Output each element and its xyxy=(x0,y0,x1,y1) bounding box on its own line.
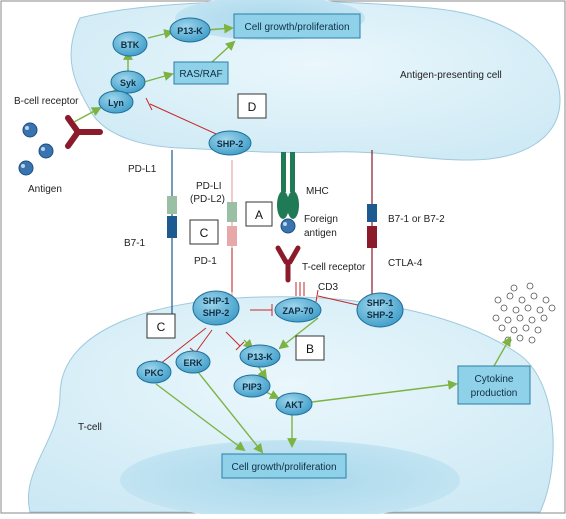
label-b-cell-receptor: B-cell receptor xyxy=(14,96,79,107)
label-foreign-antigen-2: antigen xyxy=(304,228,337,239)
label-antigen: Antigen xyxy=(28,184,62,195)
svg-text:P13-K: P13-K xyxy=(247,352,273,362)
svg-text:Cell growth/proliferation: Cell growth/proliferation xyxy=(231,462,336,473)
svg-text:C: C xyxy=(157,320,166,334)
letter-box-b: B xyxy=(295,335,325,361)
label-pd-li: PD-LI xyxy=(196,181,222,192)
label-foreign-antigen-1: Foreign xyxy=(304,214,338,225)
letter-box-d: D xyxy=(237,93,267,119)
svg-text:SHP-1: SHP-1 xyxy=(367,298,394,308)
svg-text:PIP3: PIP3 xyxy=(242,382,262,392)
svg-text:SHP-2: SHP-2 xyxy=(217,139,244,149)
cytokine-particles xyxy=(492,282,556,344)
box-cell-growth-top: Cell growth/proliferation xyxy=(233,13,361,39)
apc-label: Antigen-presenting cell xyxy=(400,70,502,81)
box-cell-growth-bottom: Cell growth/proliferation xyxy=(221,453,347,479)
svg-text:SHP-2: SHP-2 xyxy=(203,308,230,318)
svg-text:ERK: ERK xyxy=(183,358,203,368)
pd-l1-segment xyxy=(167,196,177,214)
svg-text:Cell growth/proliferation: Cell growth/proliferation xyxy=(244,22,349,33)
svg-text:P13-K: P13-K xyxy=(177,26,203,36)
node-shp1-shp2-left: SHP-1 SHP-2 xyxy=(192,290,240,326)
svg-text:A: A xyxy=(255,208,263,222)
svg-text:C: C xyxy=(200,226,209,240)
label-pd-l2: (PD-L2) xyxy=(190,194,225,205)
b7-1-segment xyxy=(167,216,177,238)
letter-box-c-upper: C xyxy=(189,219,219,245)
box-ras-raf: RAS/RAF xyxy=(173,61,229,85)
svg-text:BTK: BTK xyxy=(121,40,140,50)
label-pd-1: PD-1 xyxy=(194,256,217,267)
node-p13k-top: P13-K xyxy=(169,17,211,43)
pd-1-segment xyxy=(227,226,237,246)
node-erk: ERK xyxy=(175,350,211,374)
node-lyn: Lyn xyxy=(98,90,134,114)
mhc-molecule xyxy=(277,152,299,219)
cd3-bars xyxy=(295,282,305,296)
svg-text:Syk: Syk xyxy=(120,78,137,88)
t-cell-receptor-icon xyxy=(275,245,301,283)
t-cell-nucleus xyxy=(120,440,460,519)
antigen-icon xyxy=(18,122,54,176)
svg-text:D: D xyxy=(248,100,257,114)
svg-text:production: production xyxy=(471,388,518,399)
svg-text:Lyn: Lyn xyxy=(108,98,124,108)
node-syk: Syk xyxy=(110,70,146,94)
svg-text:AKT: AKT xyxy=(285,400,304,410)
foreign-antigen-icon xyxy=(280,218,296,234)
svg-text:SHP-1: SHP-1 xyxy=(203,296,230,306)
svg-text:PKC: PKC xyxy=(144,368,164,378)
label-t-cell-receptor: T-cell receptor xyxy=(302,262,366,273)
ctla-4-segment xyxy=(367,226,377,248)
node-btk: BTK xyxy=(112,31,148,57)
node-zap70: ZAP-70 xyxy=(274,297,322,323)
label-b7-1-or-b7-2: B7-1 or B7-2 xyxy=(388,214,445,225)
node-pkc: PKC xyxy=(136,360,172,384)
b7-segment xyxy=(367,204,377,222)
label-pd-l1: PD-L1 xyxy=(128,164,157,175)
label-mhc: MHC xyxy=(306,186,329,197)
b-cell-receptor-icon xyxy=(65,115,103,149)
node-p13k-bottom: P13-K xyxy=(239,344,281,368)
box-cytokine-production: Cytokine production xyxy=(457,365,531,405)
svg-text:RAS/RAF: RAS/RAF xyxy=(179,69,222,80)
letter-box-a: A xyxy=(245,201,273,227)
label-b7-1: B7-1 xyxy=(124,238,146,249)
svg-text:Cytokine: Cytokine xyxy=(475,374,514,385)
svg-text:SHP-2: SHP-2 xyxy=(367,310,394,320)
node-shp2-top: SHP-2 xyxy=(208,130,252,156)
pd-li-segment xyxy=(227,202,237,222)
letter-box-c-lower: C xyxy=(146,313,176,339)
node-akt: AKT xyxy=(275,392,313,416)
node-pip3: PIP3 xyxy=(233,374,271,398)
node-shp1-shp2-right: SHP-1 SHP-2 xyxy=(356,292,404,328)
t-cell-label: T-cell xyxy=(78,422,102,433)
svg-text:B: B xyxy=(306,342,314,356)
label-ctla-4: CTLA-4 xyxy=(388,258,423,269)
svg-text:ZAP-70: ZAP-70 xyxy=(282,306,313,316)
label-cd3: CD3 xyxy=(318,282,338,293)
